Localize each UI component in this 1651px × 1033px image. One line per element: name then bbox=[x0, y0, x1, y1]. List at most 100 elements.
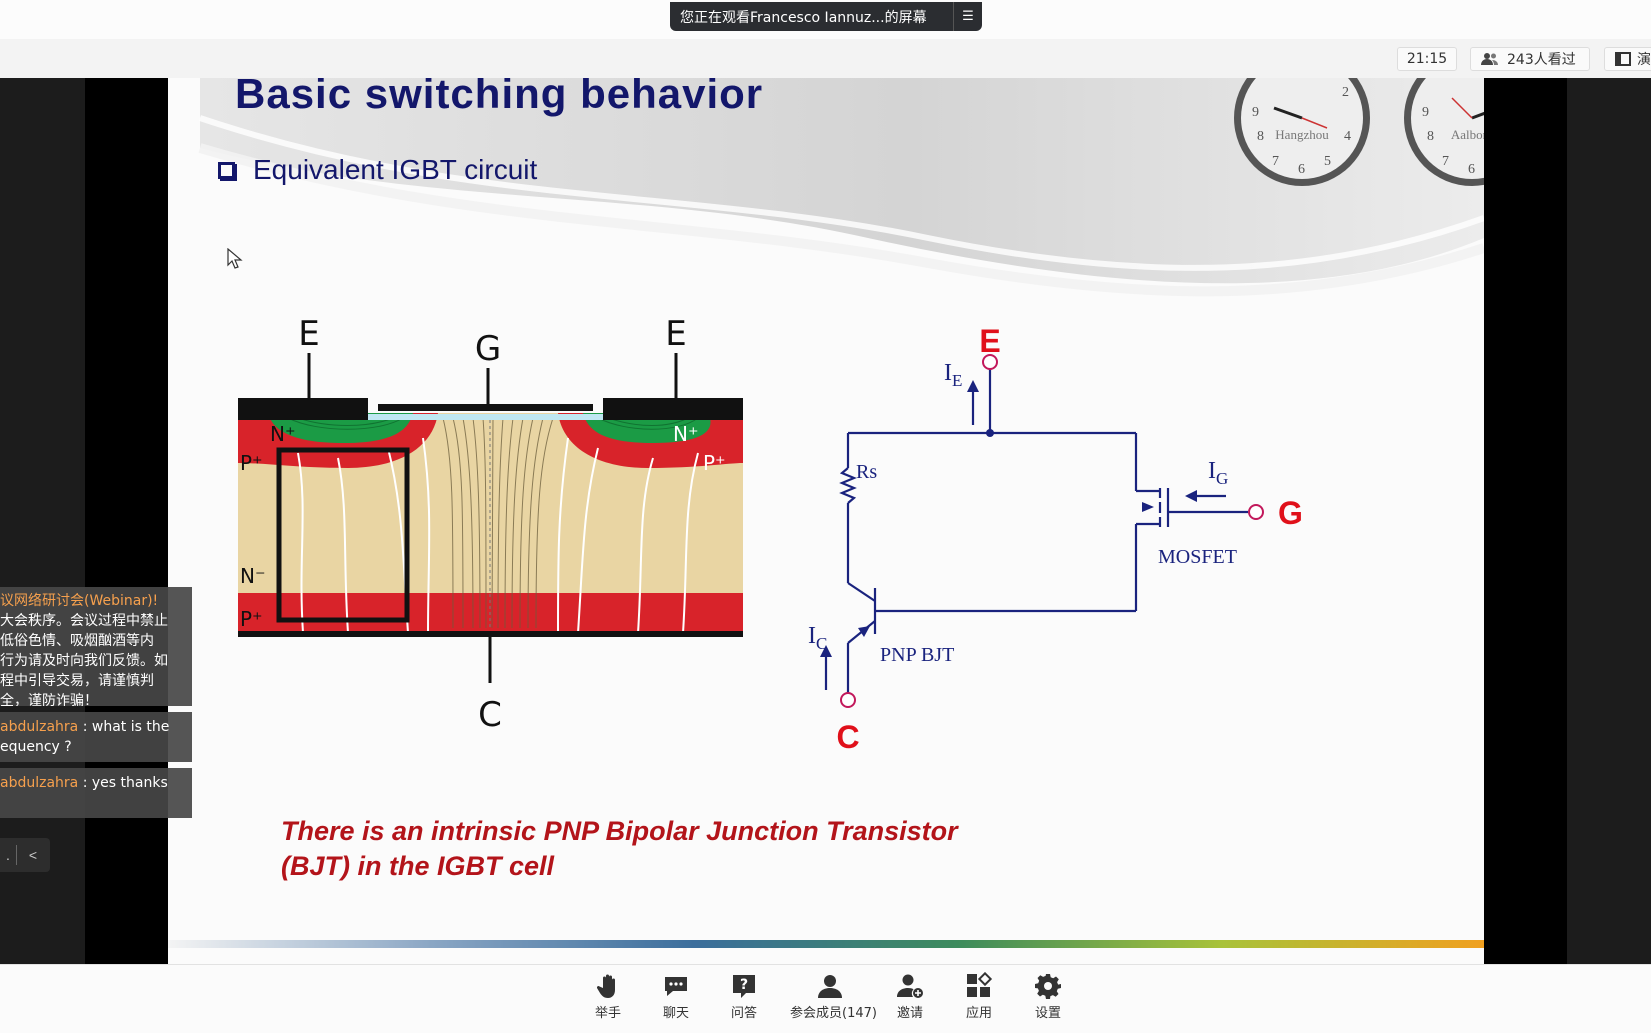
chat-system-line: 大会秩序。会议过程中禁止 bbox=[0, 613, 168, 629]
chat-more-dot: . bbox=[6, 847, 10, 863]
current-ic-label: IC bbox=[808, 623, 827, 653]
invite-icon bbox=[897, 974, 923, 998]
current-ie-label: IE bbox=[944, 360, 962, 390]
screen-share-text: 您正在观看Francesco Iannuz...的屏幕 bbox=[680, 9, 927, 26]
svg-text:9: 9 bbox=[1422, 105, 1429, 120]
bullet-item: Equivalent IGBT circuit bbox=[218, 154, 537, 186]
svg-text:2: 2 bbox=[1342, 85, 1349, 100]
members-icon bbox=[818, 975, 842, 998]
chat-system-line: 行为请及时向我们反馈。如 bbox=[0, 653, 168, 669]
people-icon bbox=[1481, 53, 1498, 65]
present-button[interactable]: 演 bbox=[1604, 47, 1651, 71]
present-text: 演 bbox=[1637, 52, 1651, 68]
circuit-terminal-e: E bbox=[979, 323, 1000, 359]
members-button[interactable]: 参会成员(147) bbox=[790, 972, 877, 1021]
clock-city-label: Aalborg bbox=[1451, 127, 1484, 142]
terminal-c: C bbox=[478, 695, 502, 735]
chat-button[interactable]: 聊天 bbox=[638, 972, 714, 1021]
apps-icon bbox=[967, 972, 993, 997]
apps-button[interactable]: 应用 bbox=[941, 972, 1017, 1021]
igbt-cross-section: E G E C N⁺ N⁺ P⁺ P⁺ N⁻ P⁺ bbox=[238, 314, 743, 735]
p-plus-left-label: P⁺ bbox=[240, 451, 263, 475]
toolbar-label: 问答 bbox=[730, 1006, 757, 1021]
terminal-e-right: E bbox=[665, 314, 686, 354]
svg-text:?: ? bbox=[740, 977, 748, 993]
chat-system-line: 全，谨防诈骗！ bbox=[0, 693, 98, 706]
svg-text:5: 5 bbox=[1324, 154, 1331, 169]
svg-text:7: 7 bbox=[1442, 154, 1449, 169]
letterbox-left bbox=[85, 78, 168, 964]
n-plus-left-label: N⁺ bbox=[270, 422, 296, 446]
note-line-2: (BJT) in the IGBT cell bbox=[281, 851, 555, 881]
chat-text: : what is the bbox=[82, 719, 170, 735]
n-plus-right-label: N⁺ bbox=[673, 422, 699, 446]
toolbar-label: 举手 bbox=[594, 1006, 621, 1021]
circuit-terminal-g: G bbox=[1278, 495, 1303, 531]
layout-icon bbox=[1615, 52, 1631, 66]
invite-button[interactable]: 邀请 bbox=[872, 972, 948, 1021]
toolbar-label: 邀请 bbox=[896, 1006, 923, 1021]
svg-text:6: 6 bbox=[1468, 162, 1475, 177]
slide: Hangzhou 8 4 7 6 5 9 2 Aalborg 8 4 7 6 5… bbox=[168, 78, 1484, 964]
gear-icon bbox=[1035, 974, 1061, 999]
mosfet-label: MOSFET bbox=[1158, 546, 1237, 568]
qa-button[interactable]: ? 问答 bbox=[706, 972, 782, 1021]
chat-author: abdulzahra bbox=[0, 775, 79, 791]
rs-label: Rs bbox=[856, 461, 877, 483]
list-icon[interactable]: ☰ bbox=[953, 2, 982, 31]
toolbar-label: 设置 bbox=[1034, 1006, 1061, 1021]
toolbar-label: 参会成员(147) bbox=[790, 1006, 877, 1021]
letterbox-right bbox=[1484, 78, 1567, 964]
chevron-left-icon[interactable]: < bbox=[28, 847, 38, 863]
bjt-label: PNP BJT bbox=[880, 644, 954, 666]
bullet-text: Equivalent IGBT circuit bbox=[253, 154, 538, 185]
chat-text: : yes thanks bbox=[82, 775, 168, 791]
chat-icon bbox=[665, 977, 687, 996]
time-display: 21:15 bbox=[1397, 47, 1457, 71]
chat-text-continued: equency ? bbox=[0, 739, 72, 755]
chat-collapse-control[interactable]: . < bbox=[0, 838, 50, 872]
chat-system-title: 议网络研讨会(Webinar)! bbox=[0, 593, 159, 609]
current-ig-label: IG bbox=[1208, 458, 1228, 488]
svg-text:8: 8 bbox=[1427, 129, 1434, 144]
viewers-text: 243人看过 bbox=[1507, 52, 1576, 68]
clock-aalborg: Aalborg 8 4 7 6 5 9 2 bbox=[1404, 78, 1484, 186]
hand-icon bbox=[596, 974, 615, 998]
p-plus-right-label: P⁺ bbox=[703, 451, 726, 475]
svg-text:6: 6 bbox=[1298, 162, 1305, 177]
chat-author: abdulzahra bbox=[0, 719, 79, 735]
slide-title: Basic switching behavior bbox=[235, 78, 764, 117]
svg-text:7: 7 bbox=[1272, 154, 1279, 169]
toolbar-label: 聊天 bbox=[662, 1006, 689, 1021]
raise-hand-button[interactable]: 举手 bbox=[570, 972, 646, 1021]
chat-system-line: 程中引导交易，请谨慎判 bbox=[0, 673, 154, 689]
screen-share-banner[interactable]: 您正在观看Francesco Iannuz...的屏幕 ☰ bbox=[670, 2, 982, 31]
equivalent-circuit: E G C IE IG IC Rs MOSFET PNP BJT bbox=[808, 323, 1303, 755]
svg-text:8: 8 bbox=[1257, 129, 1264, 144]
settings-button[interactable]: 设置 bbox=[1010, 972, 1086, 1021]
toolbar-label: 应用 bbox=[965, 1006, 992, 1021]
svg-text:4: 4 bbox=[1344, 129, 1351, 144]
note-line-1: There is an intrinsic PNP Bipolar Juncti… bbox=[281, 816, 958, 846]
n-minus-label: N⁻ bbox=[240, 564, 266, 588]
p-plus-bottom-label: P⁺ bbox=[240, 607, 263, 631]
viewers-count[interactable]: 243人看过 bbox=[1470, 47, 1590, 71]
terminal-e-left: E bbox=[298, 314, 319, 354]
chat-message: abdulzahra : what is the equency ? bbox=[0, 712, 192, 762]
mouse-cursor-icon bbox=[227, 248, 243, 269]
clock-city-label: Hangzhou bbox=[1275, 127, 1329, 142]
checkbox-bullet-icon bbox=[218, 161, 235, 179]
chat-overlay: 议网络研讨会(Webinar)! 大会秩序。会议过程中禁止 低俗色情、吸烟酗酒等… bbox=[0, 587, 192, 818]
status-bar: 21:15 243人看过 演 bbox=[0, 39, 1651, 79]
circuit-terminal-c: C bbox=[836, 719, 859, 755]
slide-note: There is an intrinsic PNP Bipolar Juncti… bbox=[281, 814, 1101, 884]
time-text: 21:15 bbox=[1406, 51, 1448, 67]
chat-system-notice: 议网络研讨会(Webinar)! 大会秩序。会议过程中禁止 低俗色情、吸烟酗酒等… bbox=[0, 587, 192, 706]
svg-text:9: 9 bbox=[1252, 105, 1259, 120]
top-bar: 您正在观看Francesco Iannuz...的屏幕 ☰ bbox=[0, 0, 1651, 39]
chat-system-line: 低俗色情、吸烟酗酒等内 bbox=[0, 633, 154, 649]
slide-header-wave bbox=[198, 78, 1484, 297]
slide-footer-bar bbox=[168, 940, 1484, 948]
chat-message: abdulzahra : yes thanks bbox=[0, 768, 192, 818]
question-icon: ? bbox=[733, 975, 755, 998]
